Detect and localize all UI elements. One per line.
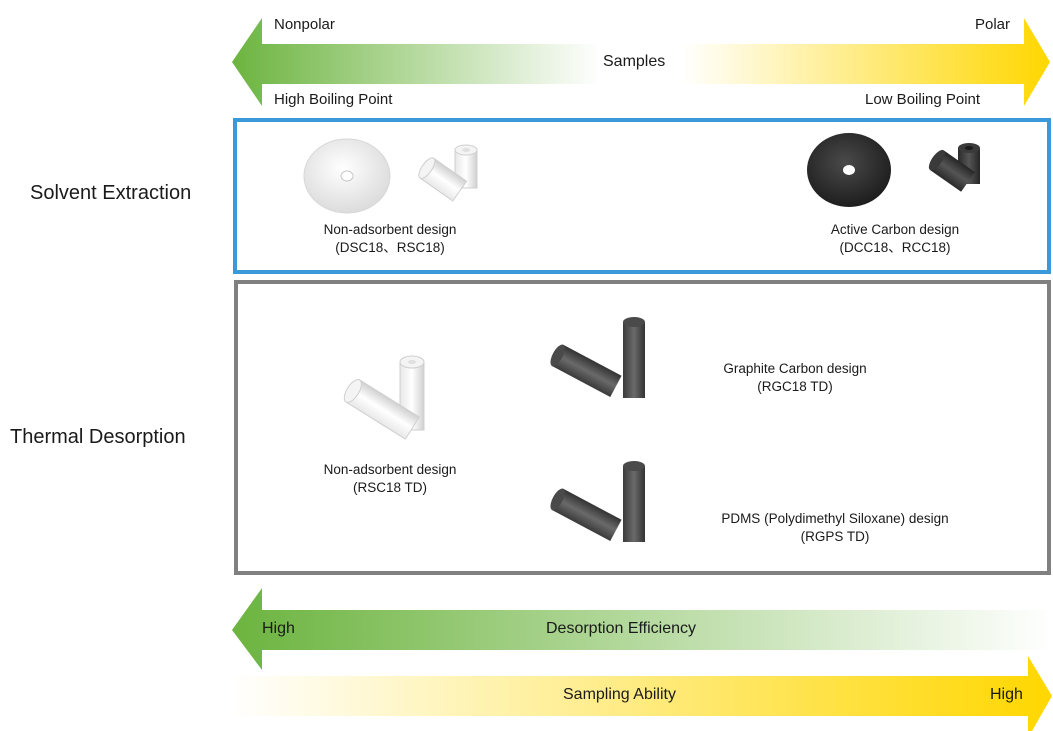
samples-label: Samples <box>603 53 666 70</box>
solvent-extraction-label: Solvent Extraction <box>30 182 192 204</box>
samples-double-arrow <box>232 18 1050 106</box>
active-carbon-caption: Active Carbon design (DCC18、RCC18) <box>805 221 985 257</box>
sampling-high-label: High <box>990 686 1023 703</box>
low-boiling-point-label: Low Boiling Point <box>865 91 981 108</box>
non-adsorbent-td-title: Non-adsorbent design <box>323 462 457 477</box>
active-carbon-models: (DCC18、RCC18) <box>839 240 951 255</box>
non-adsorbent-models: (DSC18、RSC18) <box>335 240 445 255</box>
sampling-ability-arrow <box>230 656 1052 731</box>
white-cylinders-icon <box>418 144 478 202</box>
pdms-caption: PDMS (Polydimethyl Siloxane) design (RGP… <box>690 510 980 546</box>
thermal-desorption-box <box>234 280 1051 575</box>
carbon-disc-icon <box>807 133 891 207</box>
pdms-title: PDMS (Polydimethyl Siloxane) design <box>721 511 949 526</box>
thermal-desorption-label: Thermal Desorption <box>10 426 186 448</box>
non-adsorbent-caption: Non-adsorbent design (DSC18、RSC18) <box>300 221 480 257</box>
active-carbon-title: Active Carbon design <box>830 222 960 237</box>
non-adsorbent-title: Non-adsorbent design <box>323 222 457 237</box>
graphite-carbon-models: (RGC18 TD) <box>757 379 833 394</box>
non-adsorbent-td-models: (RSC18 TD) <box>352 480 427 495</box>
nonpolar-label: Nonpolar <box>274 16 335 33</box>
carbon-cylinders-icon <box>928 143 980 192</box>
desorption-efficiency-label: Desorption Efficiency <box>546 620 696 637</box>
non-adsorbent-td-caption: Non-adsorbent design (RSC18 TD) <box>300 461 480 497</box>
pdms-cylinders-icon <box>550 461 645 542</box>
high-boiling-point-label: High Boiling Point <box>274 91 393 108</box>
graphite-carbon-caption: Graphite Carbon design (RGC18 TD) <box>700 360 890 396</box>
pdms-models: (RGPS TD) <box>800 529 870 544</box>
white-td-cylinders-icon <box>343 355 425 440</box>
graphite-cylinders-icon <box>550 317 645 398</box>
white-disc-icon <box>303 138 391 214</box>
sampling-ability-label: Sampling Ability <box>563 686 676 703</box>
desorption-high-label: High <box>262 620 295 637</box>
graphite-carbon-title: Graphite Carbon design <box>723 361 867 376</box>
desorption-efficiency-arrow <box>232 588 1053 670</box>
solvent-extraction-box <box>233 118 1051 274</box>
polar-label: Polar <box>975 16 1011 33</box>
